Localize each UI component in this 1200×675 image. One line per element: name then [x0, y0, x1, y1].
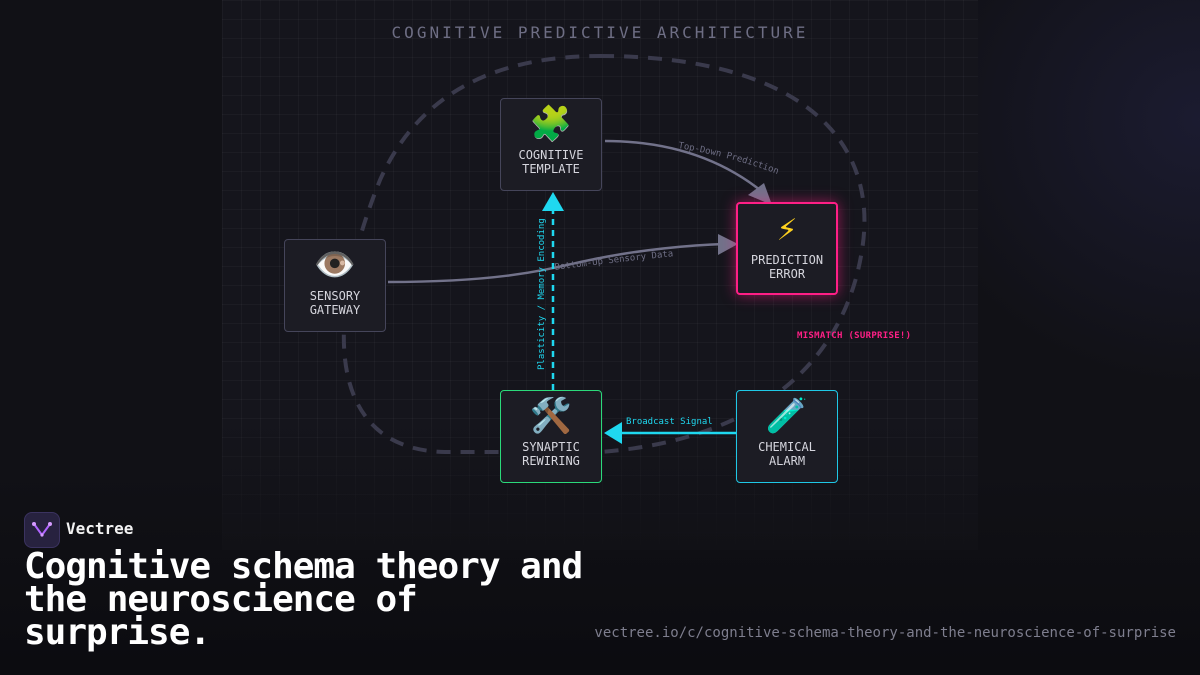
- bottom-up-link: [387, 242, 725, 284]
- lightning-bolt-icon: ⚡: [776, 209, 798, 249]
- edge-label-plasticity: Plasticity / Memory Encoding: [537, 218, 547, 370]
- edge-label-broadcast: Broadcast Signal: [626, 417, 713, 427]
- node-label: SENSORY GATEWAY: [309, 289, 361, 317]
- top-down-link: [604, 139, 766, 195]
- vectree-logo-icon: [24, 512, 60, 548]
- node-sensory-gateway: 👁️ SENSORY GATEWAY: [284, 239, 386, 332]
- test-tube-icon: 🧪: [765, 396, 809, 436]
- node-label: SYNAPTIC REWIRING: [522, 440, 580, 468]
- bottom-up-arrowhead: [718, 234, 738, 255]
- node-cognitive-template: 🧩 COGNITIVE TEMPLATE: [500, 98, 602, 191]
- node-label: COGNITIVE TEMPLATE: [518, 148, 584, 176]
- edge-label-top-down: Top-Down Prediction: [678, 141, 780, 177]
- brand-name: Vectree: [66, 519, 134, 538]
- top-down-arrowhead: [748, 183, 772, 205]
- node-prediction-error: ⚡ PREDICTION ERROR: [736, 202, 838, 295]
- node-label: PREDICTION ERROR: [750, 253, 824, 281]
- node-chemical-alarm: 🧪 CHEMICAL ALARM: [736, 390, 838, 483]
- edge-label-bottom-up: Bottom-Up Sensory Data: [554, 249, 674, 273]
- node-synaptic-rewiring: 🛠️ SYNAPTIC REWIRING: [500, 390, 602, 483]
- plasticity-arrowhead: [542, 192, 564, 211]
- hammer-wrench-icon: 🛠️: [529, 396, 573, 436]
- diagram-title: COGNITIVE PREDICTIVE ARCHITECTURE: [391, 23, 809, 42]
- page-headline: Cognitive schema theory and the neurosci…: [24, 546, 583, 653]
- puzzle-piece-icon: 🧩: [529, 104, 573, 144]
- node-label: CHEMICAL ALARM: [758, 440, 816, 468]
- eye-icon: 👁️: [313, 245, 357, 285]
- broadcast-arrowhead: [604, 422, 622, 444]
- orbit-ring: [341, 53, 867, 454]
- mismatch-label: MISMATCH (SURPRISE!): [797, 331, 912, 341]
- source-url[interactable]: vectree.io/c/cognitive-schema-theory-and…: [594, 625, 1176, 641]
